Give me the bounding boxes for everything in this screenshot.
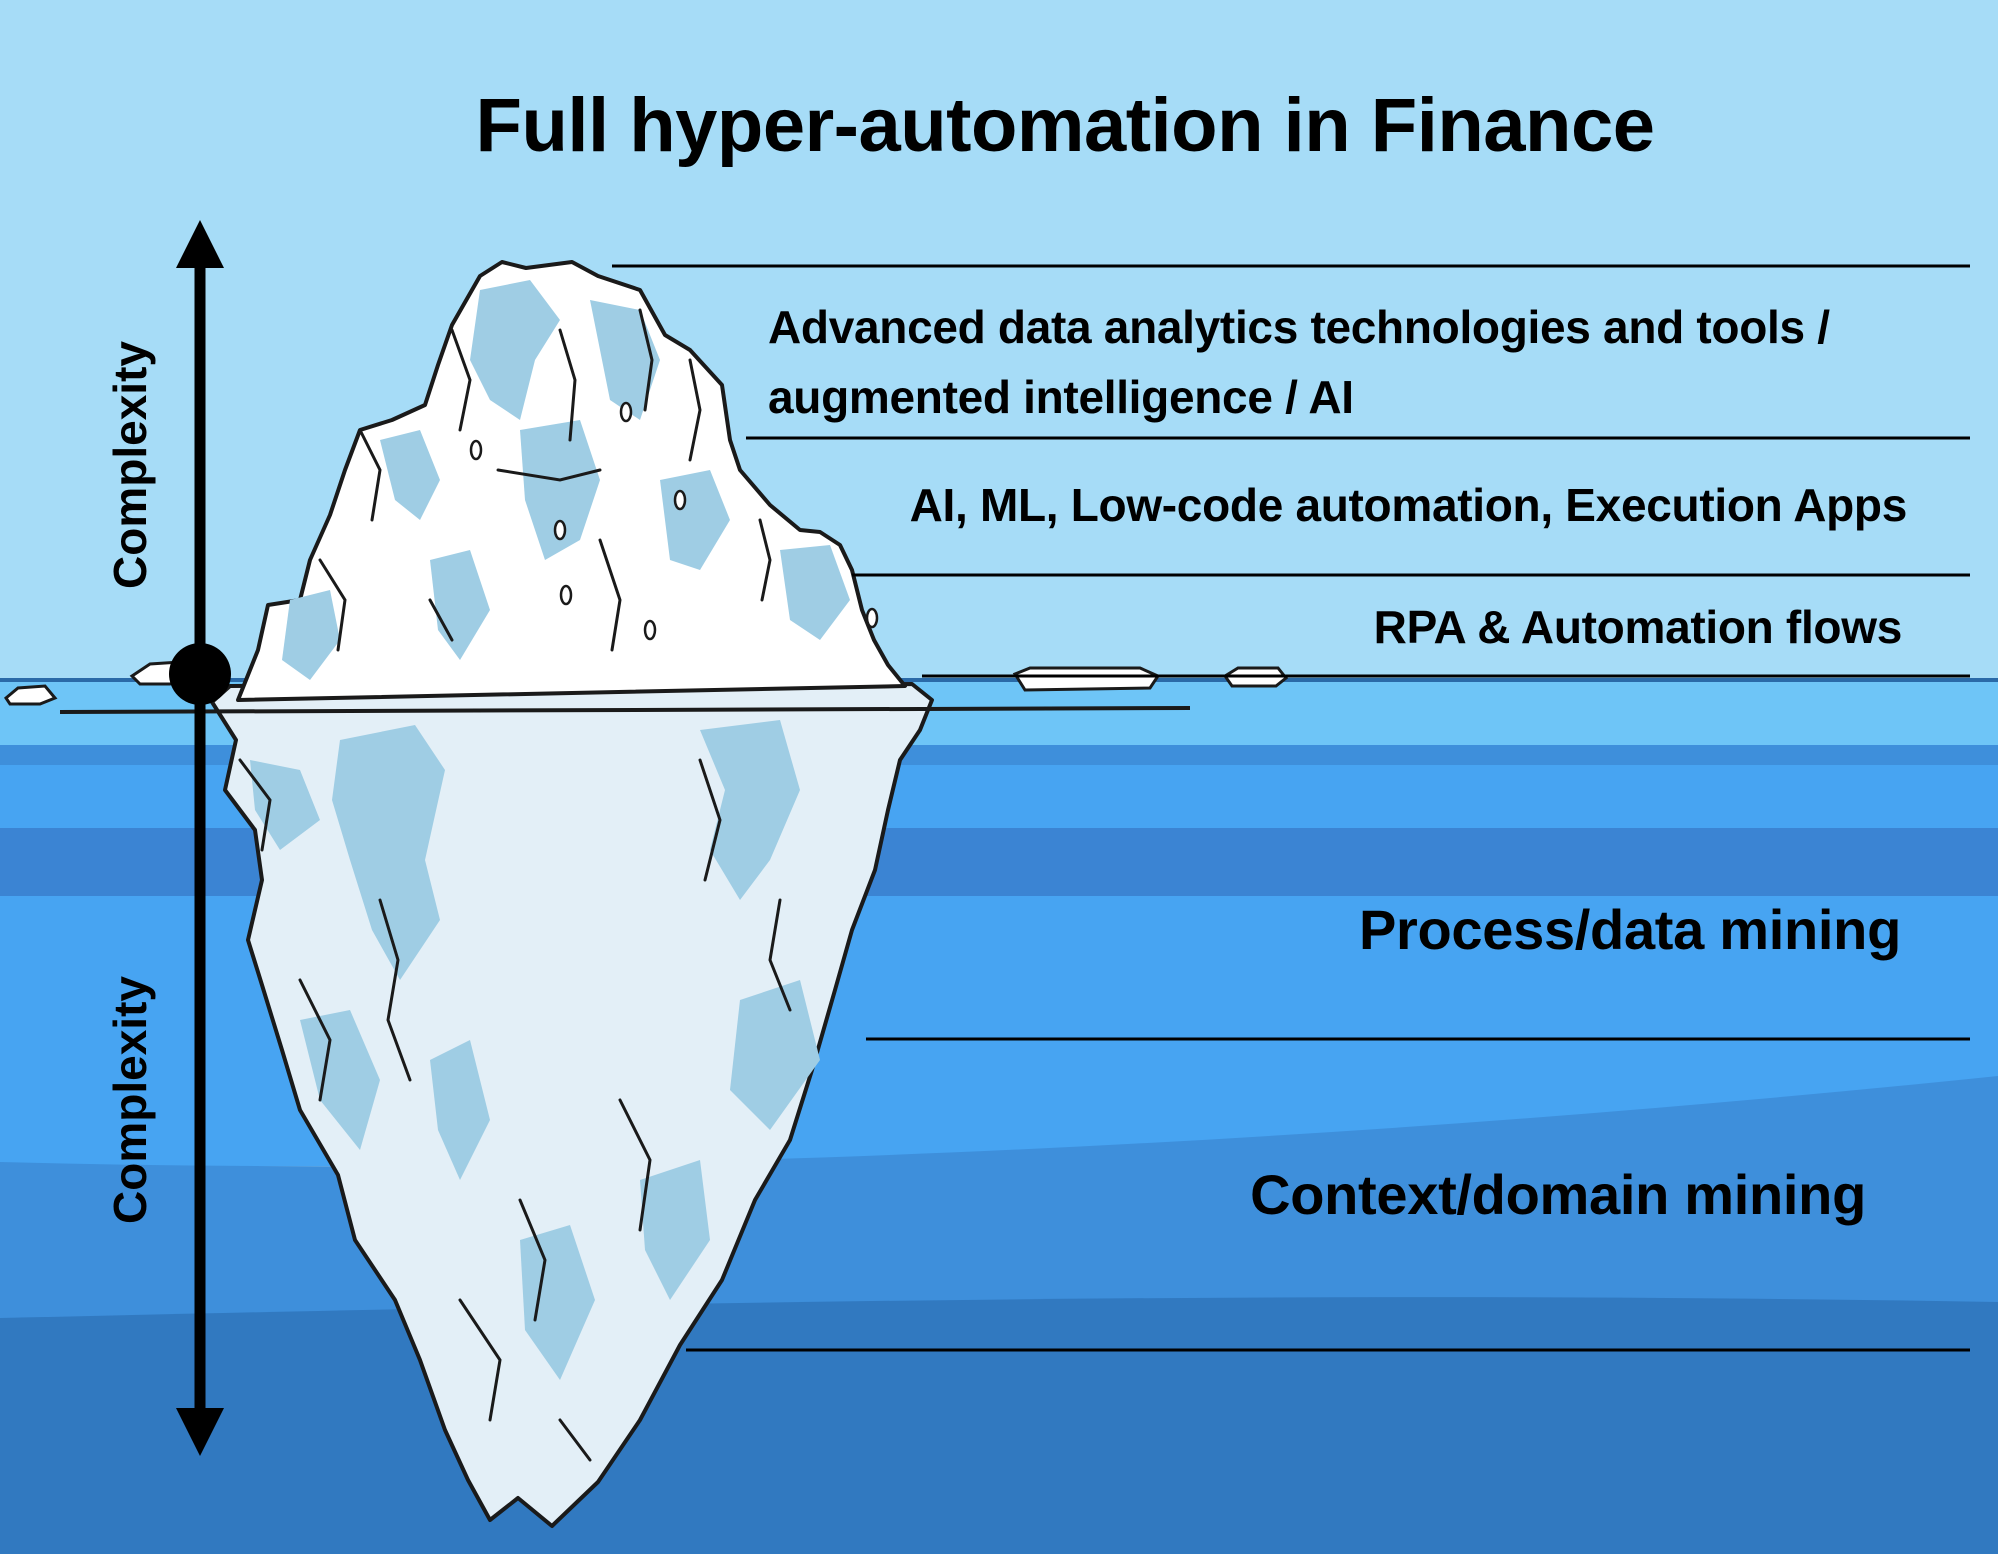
water-band-6	[0, 1297, 1998, 1554]
axis-label-upper: Complexity	[104, 341, 156, 589]
iceberg-under-shade-7	[430, 1040, 490, 1180]
arrow-down-icon	[176, 1408, 224, 1456]
iceberg-under-shade-5	[300, 1010, 380, 1150]
iceberg-under-shade-1	[332, 725, 445, 980]
layer-separators	[612, 264, 1970, 1352]
ice-floe-mid	[1012, 666, 1161, 692]
ice-floe-left	[4, 684, 58, 706]
iceberg-tip-shade-4	[520, 420, 600, 560]
axis-label-lower: Complexity	[104, 976, 156, 1224]
iceberg-rim	[59, 706, 1191, 714]
diagram-title: Full hyper-automation in Finance	[475, 83, 1655, 168]
iceberg-tip-shade-2	[590, 300, 660, 420]
iceberg-tip-shade-3	[380, 430, 440, 520]
iceberg-under-shade-3	[250, 760, 320, 850]
iceberg-tip-shade-7	[282, 590, 340, 680]
iceberg-under-shade-8	[640, 1160, 710, 1300]
arrow-up-icon	[176, 220, 224, 268]
iceberg-tip-cracks	[318, 308, 772, 652]
iceberg-under-cracks	[238, 758, 792, 1462]
layer-label-ai-ml-lowcode: AI, ML, Low-code automation, Execution A…	[909, 479, 1908, 531]
iceberg-tip-shade-6	[780, 545, 850, 640]
iceberg-drips	[469, 401, 879, 641]
layer-label-rpa: RPA & Automation flows	[1373, 601, 1903, 653]
iceberg-under-shade-6	[520, 1225, 595, 1380]
layer-label-advanced-analytics: Advanced data analytics technologies and…	[768, 301, 1830, 423]
axis-origin-dot	[169, 643, 231, 705]
iceberg-under-shade-2	[700, 720, 800, 900]
iceberg-tip-shade-1	[470, 280, 560, 420]
layer-label-process-mining: Process/data mining	[1358, 898, 1901, 961]
iceberg-tip-shade-8	[430, 550, 490, 660]
iceberg-under-shade-4	[730, 980, 820, 1130]
layer-label-context-mining: Context/domain mining	[1250, 1163, 1866, 1226]
